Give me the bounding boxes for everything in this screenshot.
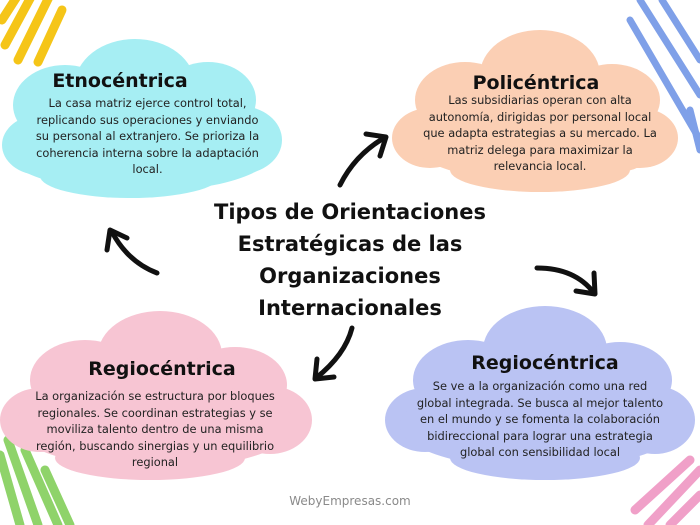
scribble-pink: [630, 455, 700, 525]
text-line: región, buscando sinergias y un equilibr…: [35, 438, 275, 453]
text-line: global con sensibilidad local: [459, 445, 621, 460]
text-line: en el mundo y se fomenta la colaboración: [420, 412, 660, 427]
title-line: Estratégicas de las: [237, 232, 463, 256]
arrow-to-regiocentrica-left: [312, 325, 355, 382]
cloud-title-etnocentrica: Etnocéntrica: [52, 70, 188, 92]
cloud-policentrica: [392, 30, 678, 192]
title-line: Internacionales: [258, 296, 442, 320]
text-line: relevancia local.: [493, 159, 587, 174]
text-line: regional: [131, 455, 179, 470]
arrow-to-etnocentrica: [104, 227, 160, 276]
text-line: Las subsidiarias operan con alta: [448, 93, 632, 107]
title-line: Tipos de Orientaciones: [214, 200, 486, 224]
text-line: regionales. Se coordinan estrategias y s…: [37, 405, 273, 420]
text-line: La organización se estructura por bloque…: [35, 389, 275, 403]
scribble-blue: [626, 0, 700, 154]
text-line: local.: [132, 162, 163, 177]
footer-brand: WebyEmpresas.com: [289, 494, 411, 508]
cloud-text-regiocentrica-left: La organización se estructura por bloque…: [10, 388, 300, 471]
cloud-regiocentrica-right: [385, 306, 695, 480]
arrow-to-regiocentrica-right: [534, 265, 598, 297]
title-line: Organizaciones: [259, 264, 441, 288]
text-line: su personal al extranjero. Se prioriza l…: [35, 129, 260, 144]
cloud-title-regiocentrica-left: Regiocéntrica: [88, 358, 236, 380]
cloud-text-etnocentrica: La casa matriz ejerce control total, rep…: [10, 95, 285, 178]
text-line: La casa matriz ejerce control total,: [48, 96, 247, 110]
cloud-text-policentrica: Las subsidiarias operan con alta autonom…: [405, 92, 675, 175]
cloud-etnocentrica: [2, 39, 282, 198]
text-line: global integrada. Se busca al mejor tale…: [416, 395, 664, 410]
main-title: Tipos de Orientaciones Estratégicas de l…: [195, 196, 505, 324]
arrow-to-policentrica: [337, 131, 389, 188]
cloud-text-regiocentrica-right: Se ve a la organización como una red glo…: [395, 378, 685, 461]
cloud-title-policentrica: Policéntrica: [472, 72, 600, 94]
text-line: replicando sus operaciones y enviando: [36, 112, 259, 127]
cloud-regiocentrica-left: [0, 311, 312, 480]
text-line: autonomía, dirigidas por personal local: [428, 109, 652, 124]
text-line: moviliza talento dentro de una misma: [46, 422, 264, 437]
text-line: bidireccional para lograr una estrategia: [427, 428, 653, 443]
text-line: que adapta estrategias a su mercado. La: [423, 126, 657, 141]
text-line: matriz delega para maximizar la: [447, 142, 633, 157]
text-line: coherencia interna sobre la adaptación: [36, 145, 259, 160]
text-line: Se ve a la organización como una red: [432, 379, 648, 393]
cloud-title-regiocentrica-right: Regiocéntrica: [471, 352, 619, 374]
scribble-green: [0, 435, 75, 525]
scribble-yellow: [0, 0, 67, 67]
